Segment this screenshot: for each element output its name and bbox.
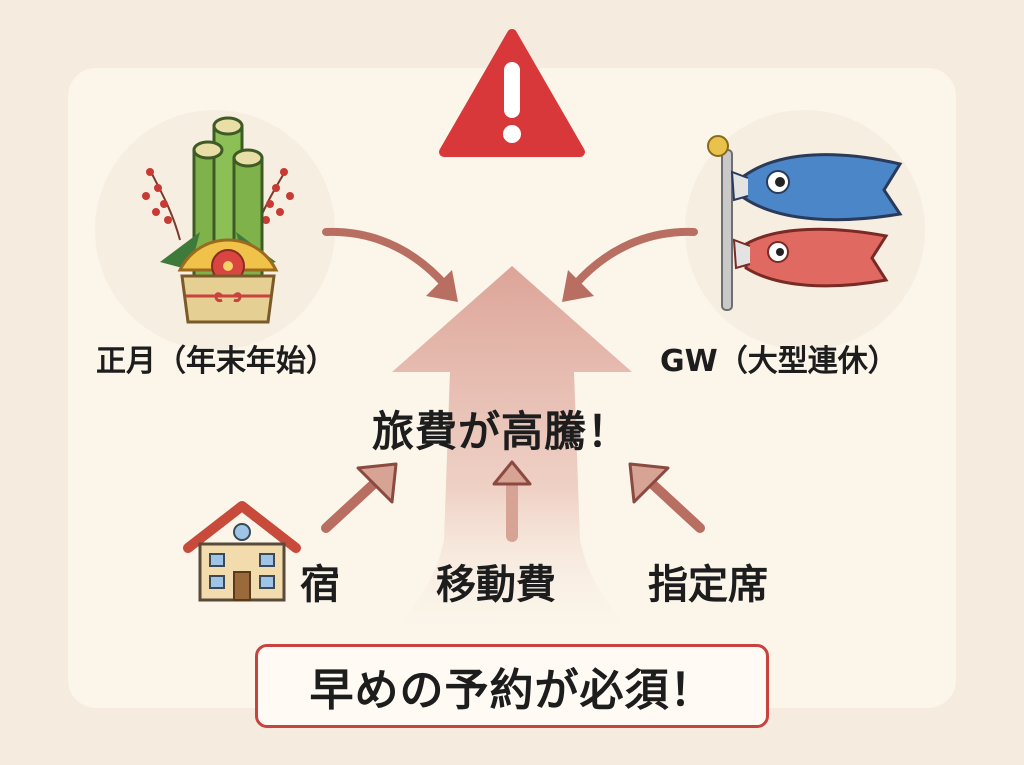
arrow-gw-to-center (570, 227, 698, 290)
golden-week-label: GW（大型連休） (660, 344, 898, 379)
transport-cost-label: 移動費 (436, 562, 556, 608)
arrow-transport-to-center (492, 460, 532, 542)
arrow-head-new-year (426, 270, 458, 302)
lodging-label: 宿 (300, 562, 340, 608)
reserved-seat-label: 指定席 (648, 562, 768, 608)
arrow-new-year-to-center (322, 227, 450, 290)
kadomatsu-icon (142, 116, 294, 324)
rising-cost-arrow (384, 266, 640, 640)
arrow-head-gw (562, 270, 594, 302)
arrow-lodging-to-center (321, 462, 398, 533)
early-booking-text: 早めの予約が必須！ (309, 665, 715, 716)
cost-surge-label: 旅費が高騰！ (372, 407, 631, 456)
warning-triangle-icon (439, 29, 585, 157)
new-year-label: 正月（年末年始） (96, 344, 336, 379)
koinobori-icon (707, 135, 903, 311)
early-booking-callout: 早めの予約が必須！ (255, 644, 769, 728)
house-icon (183, 501, 301, 602)
arrow-seat-to-center (628, 462, 705, 533)
